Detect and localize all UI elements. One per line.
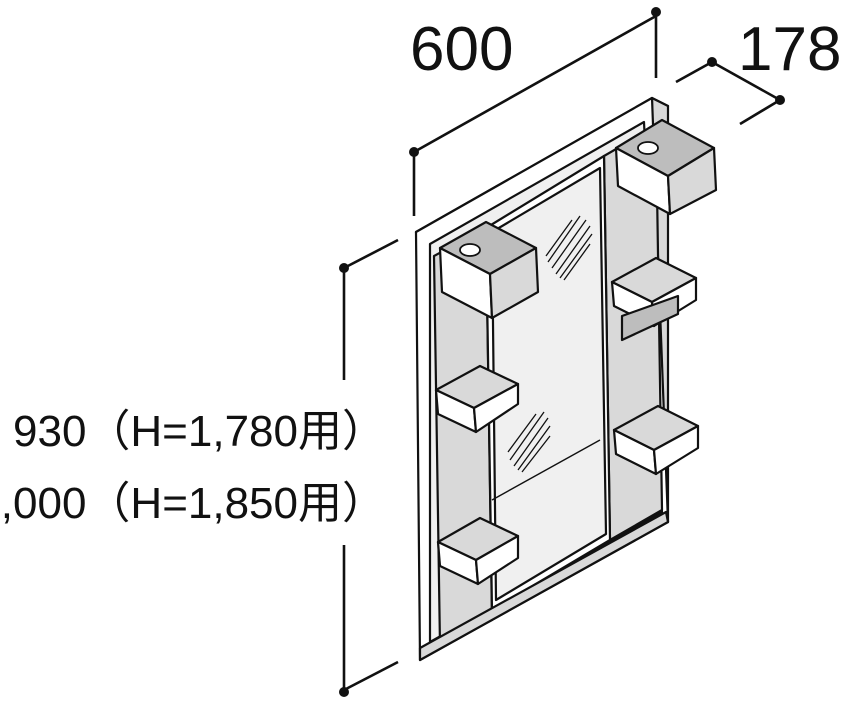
height-label-line1: 930（H=1,780用） [13,407,386,456]
height-dimension: 930（H=1,780用） 1,000（H=1,850用） [0,238,399,697]
mirror-shelf-line [491,439,601,501]
mirror-reflection-upper [545,215,593,281]
depth-label: 178 [738,15,841,84]
depth-extension-lower [739,98,781,126]
tray-left-middle-side [472,382,520,434]
tray-left-middle [434,364,520,434]
tray-right-bottom-side [652,424,700,476]
tray-right-middle [610,256,698,342]
height-label-line2: 1,000（H=1,850用） [0,479,386,528]
tray-right-middle-bracket [620,294,680,342]
depth-extension-upper [675,60,713,84]
depth-dimension-line [711,60,781,102]
tray-left-bottom [436,516,520,586]
cabinet-bottom-edge [418,510,670,662]
depth-dimension: 178 [675,15,841,126]
depth-endpoint-bottom [775,95,785,105]
upper-right-box-side [666,146,718,216]
tray-right-bottom [612,404,700,476]
upper-right-box [614,118,718,216]
height-extension-top [343,238,399,270]
width-dimension-line [413,14,657,154]
upper-left-box-fixture [459,243,481,257]
width-dimension: 600 [409,7,661,216]
upper-left-box [438,220,540,320]
width-label: 600 [410,15,513,84]
upper-right-box-fixture [637,141,659,155]
width-endpoint-left [409,147,419,157]
height-endpoint-top [339,263,349,273]
height-extension-bottom [343,660,399,692]
tray-left-bottom-side [474,534,520,586]
mirror-reflection-lower [507,411,551,473]
upper-left-box-side [488,246,540,320]
height-endpoint-bottom [339,687,349,697]
width-endpoint-right [651,7,661,17]
depth-endpoint-top [707,57,717,67]
